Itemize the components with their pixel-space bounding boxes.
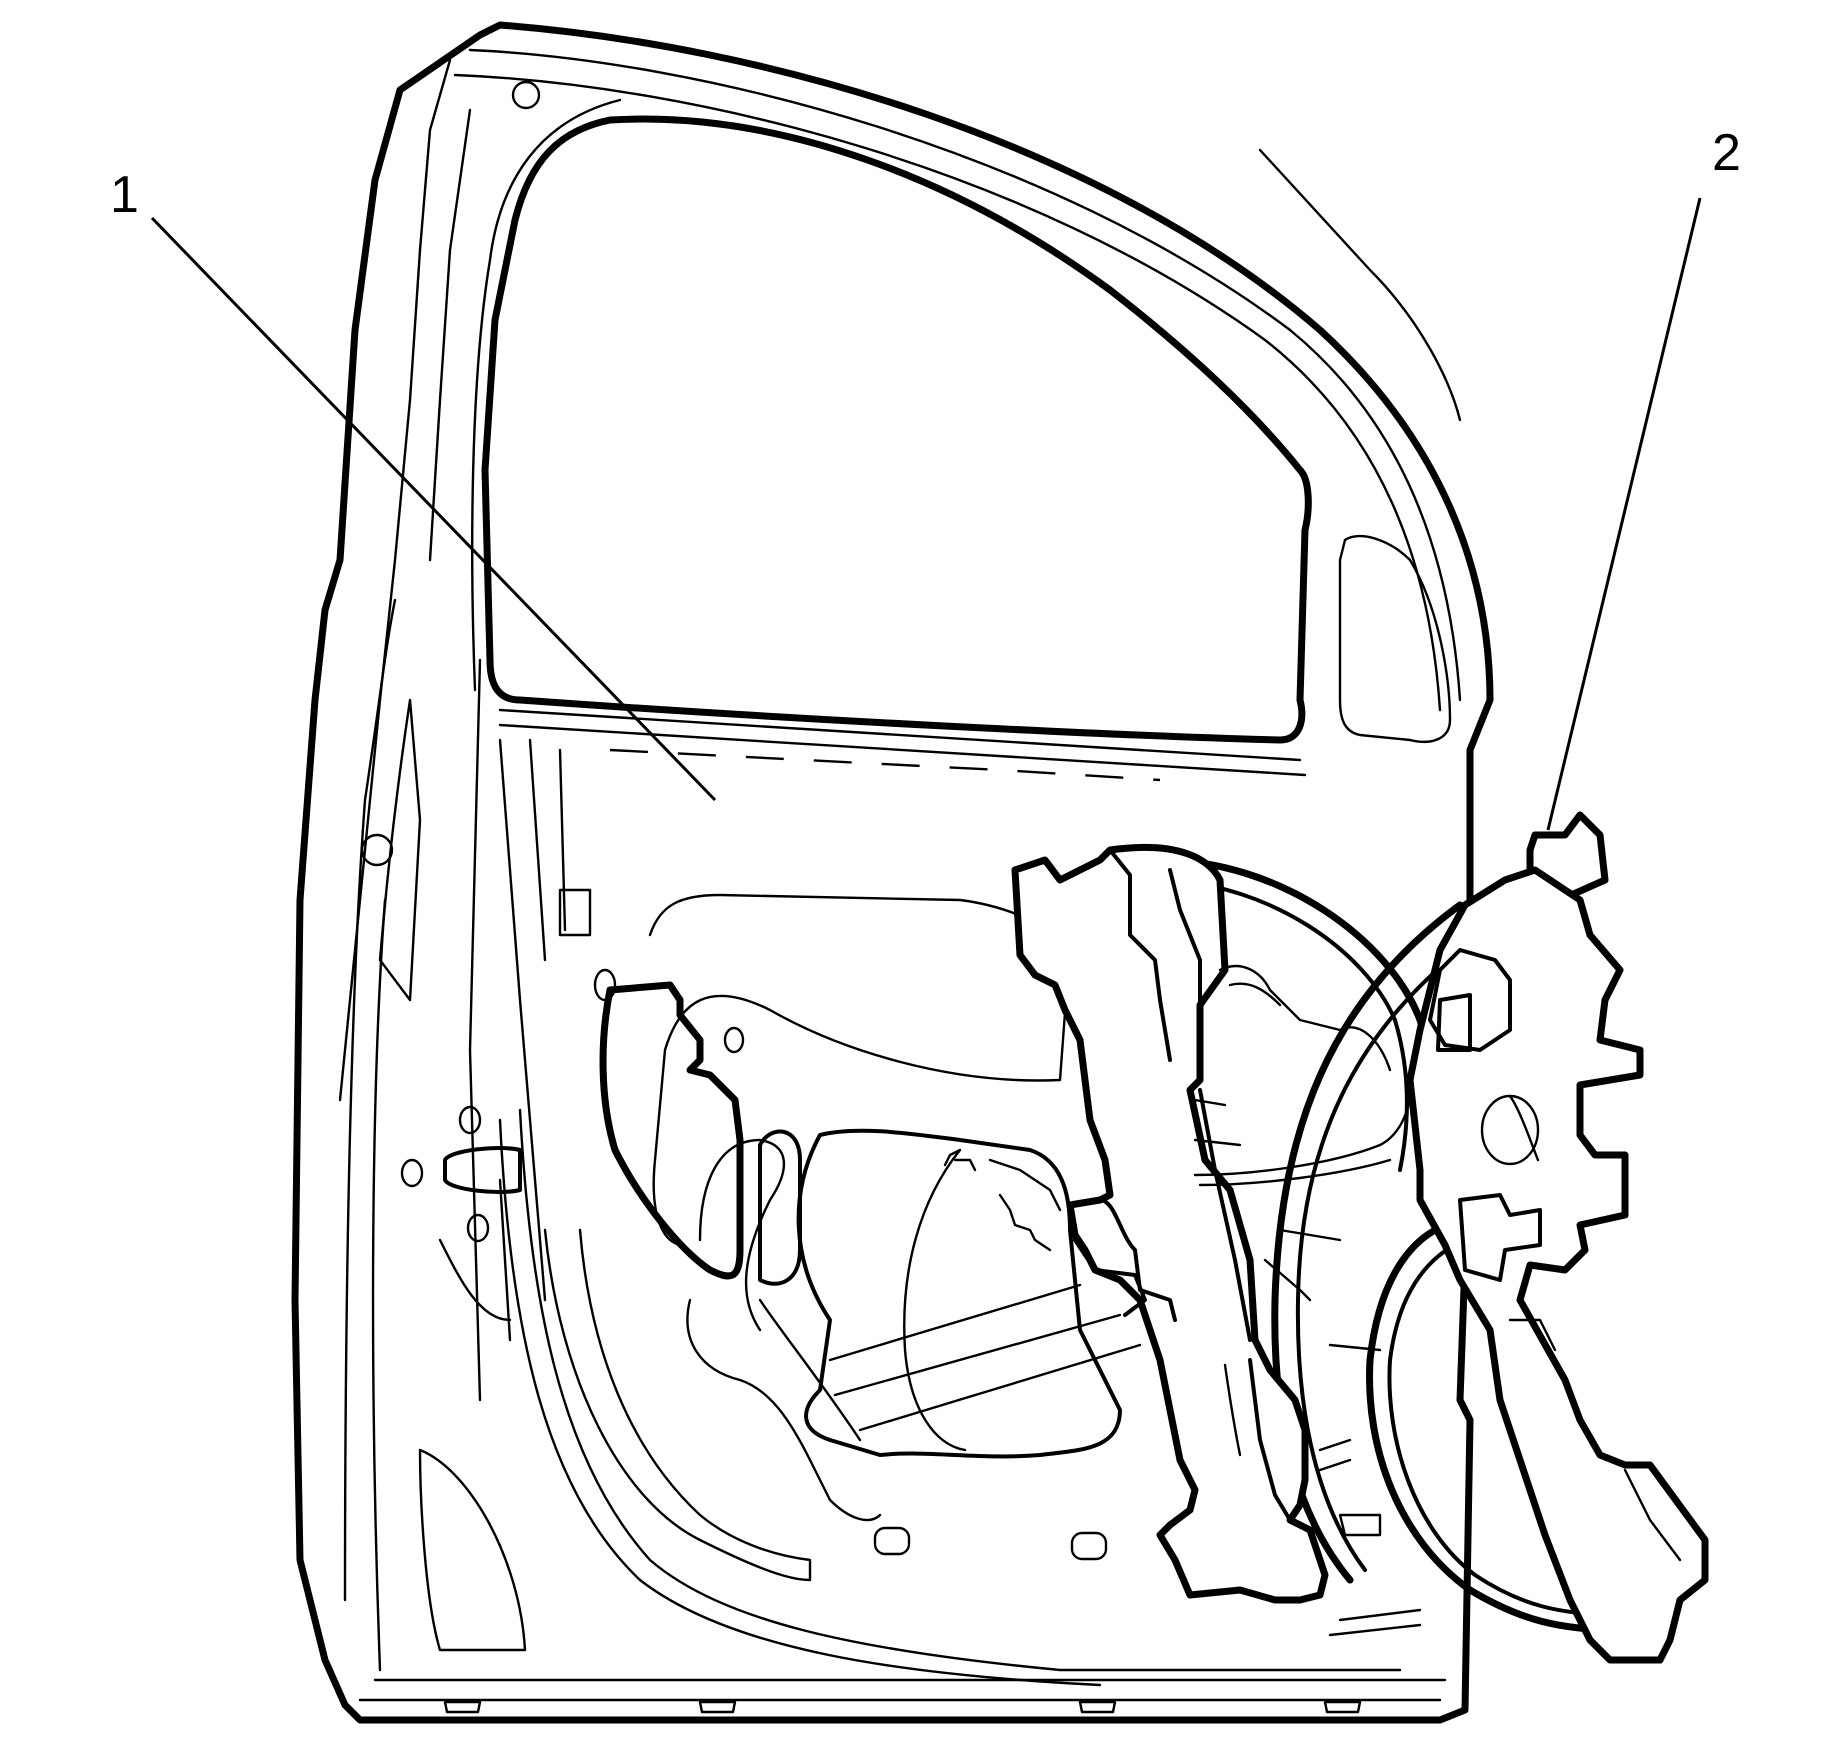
window-regulator	[828, 811, 1709, 1664]
callout-label-1: 1	[110, 166, 139, 224]
leader-line-2	[1546, 197, 1702, 831]
callout-1: 1	[110, 166, 717, 802]
leader-line-1	[150, 216, 717, 802]
door-inner-panel	[291, 21, 1494, 1724]
callout-2: 2	[1546, 124, 1741, 831]
callout-label-2: 2	[1712, 124, 1741, 182]
